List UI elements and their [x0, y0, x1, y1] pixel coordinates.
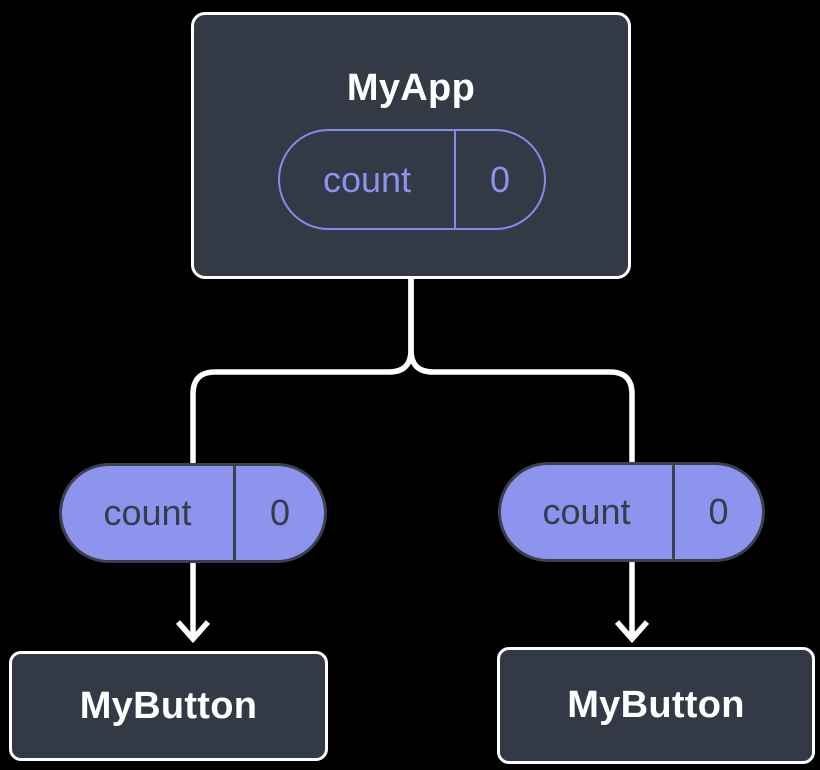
root-component-node: MyApp count 0: [191, 12, 631, 279]
left-prop-name-label: count: [103, 492, 192, 533]
down-arrow-left-icon: [175, 560, 211, 644]
right-child-component-title: MyButton: [567, 684, 745, 726]
right-prop-name-label: count: [542, 491, 631, 532]
right-prop-value-label: 0: [672, 465, 762, 559]
fork-connector-left-branch: [190, 279, 414, 466]
fork-connector-right-branch: [408, 279, 635, 466]
left-prop-pill: count 0: [59, 463, 327, 563]
right-child-component-node: MyButton: [497, 647, 815, 764]
state-name-label: count: [322, 158, 412, 200]
down-arrow-right-icon: [614, 559, 650, 644]
root-state-pill: count 0: [278, 129, 546, 230]
root-component-title: MyApp: [346, 67, 476, 109]
left-child-component-title: MyButton: [79, 684, 258, 727]
left-prop-value-label: 0: [233, 466, 324, 560]
left-child-component-node: MyButton: [9, 651, 328, 761]
right-prop-pill: count 0: [498, 462, 765, 562]
state-value-label: 0: [454, 131, 544, 228]
